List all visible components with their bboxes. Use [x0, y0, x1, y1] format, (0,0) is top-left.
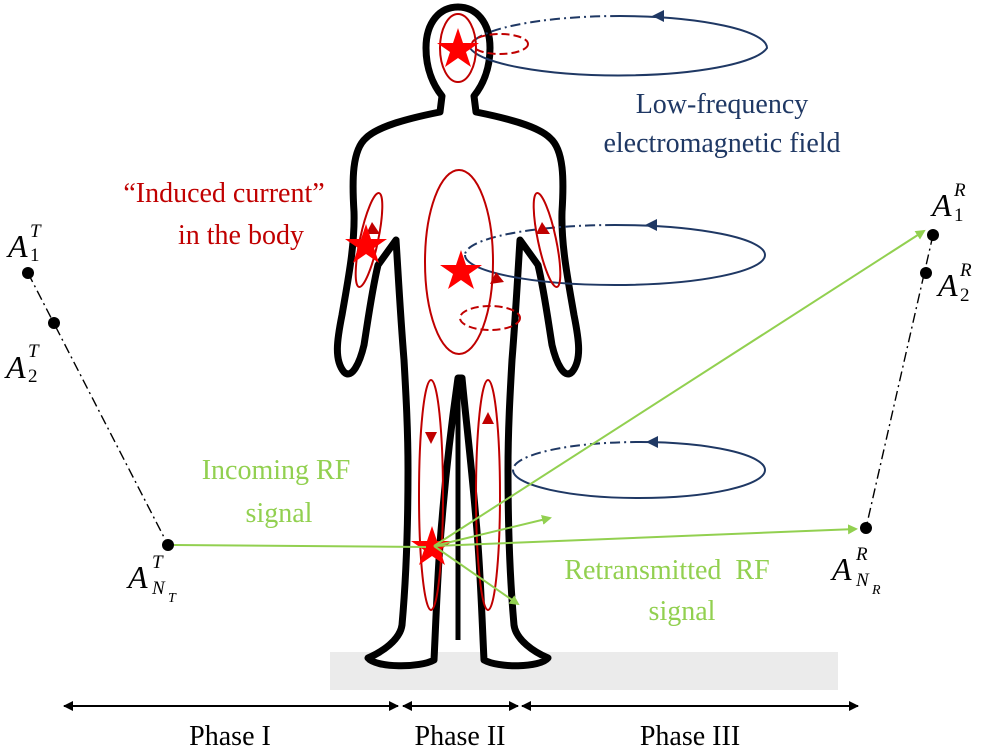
current-leg-left [418, 379, 444, 611]
star-torso [440, 250, 482, 289]
induced-current-label-2: in the body [178, 220, 304, 251]
em-arrow-head [652, 10, 664, 22]
em-loop-head-front [469, 15, 769, 77]
em-loop-legs-back [512, 440, 641, 471]
svg-text:A: A [4, 349, 26, 385]
rx-antenna-array [860, 229, 939, 534]
tx-antenna-1-label: A T 1 [6, 221, 42, 266]
svg-text:R: R [855, 544, 868, 565]
tx-antenna-n [162, 539, 174, 551]
star-leg [411, 526, 453, 565]
current-torso [424, 169, 494, 355]
tx-antenna-2 [48, 317, 60, 329]
retransmitted-down [433, 545, 520, 606]
star-head [437, 28, 479, 67]
svg-text:N: N [855, 570, 870, 591]
retransmitted-to-rx1 [433, 229, 926, 547]
retransmitted-rf-label-1: Retransmitted RF [564, 555, 769, 586]
svg-text:T: T [152, 552, 164, 573]
tx-antenna-1 [22, 267, 34, 279]
em-arrow-legs [646, 436, 658, 448]
rx-antenna-1-label: A R 1 [930, 180, 966, 226]
tx-antenna-n-label: A T N T [126, 552, 177, 606]
current-leg-right [475, 379, 501, 611]
current-head [439, 13, 477, 83]
svg-text:1: 1 [954, 205, 964, 226]
rx-antenna-2 [920, 267, 932, 279]
phase1-label: Phase I [189, 721, 271, 751]
svg-text:R: R [953, 180, 966, 201]
rx-antenna-n [860, 522, 872, 534]
em-loop-legs-front [512, 441, 767, 499]
retransmitted-rf-label-2: signal [649, 596, 716, 627]
svg-text:T: T [28, 341, 40, 362]
phase3-label: Phase III [640, 721, 740, 751]
current-source-stars [345, 28, 482, 565]
svg-text:2: 2 [28, 366, 38, 387]
svg-text:A: A [936, 267, 958, 303]
tx-antenna-2-label: A T 2 [4, 341, 40, 387]
phase2-label: Phase II [415, 721, 506, 751]
svg-text:A: A [830, 551, 852, 587]
rf-signals [173, 229, 926, 606]
rx-antenna-2-label: A R 2 [936, 260, 972, 306]
lf-field-label-2: electromagnetic field [603, 128, 840, 159]
svg-text:A: A [6, 228, 28, 264]
em-field-arrowheads [645, 10, 664, 448]
rx-antenna-1 [927, 229, 939, 241]
retransmitted-to-rxn [433, 524, 858, 547]
svg-text:N: N [151, 578, 166, 599]
current-torso-lower [459, 305, 521, 331]
rx-antenna-n-label: A R N R [830, 544, 881, 598]
induced-current-arrowheads [366, 222, 550, 444]
svg-text:T: T [168, 591, 177, 606]
svg-text:1: 1 [30, 245, 40, 266]
star-arm [345, 224, 387, 263]
em-arrow-torso [645, 219, 657, 231]
retransmitted-up [433, 515, 552, 547]
current-arm-right [532, 192, 562, 288]
incoming-rf-label-2: signal [246, 498, 313, 529]
tx-antenna-array [22, 267, 174, 551]
em-loop-torso-front [464, 224, 767, 286]
svg-text:T: T [30, 221, 42, 242]
svg-text:2: 2 [960, 285, 970, 306]
incoming-rf-line [173, 544, 427, 548]
incoming-rf-label-1: Incoming RF [202, 455, 351, 486]
em-loop-head-back [469, 15, 621, 49]
induced-current-loops [354, 13, 562, 611]
svg-text:R: R [871, 583, 881, 598]
em-field-loops [464, 15, 769, 499]
em-loop-torso-back [464, 224, 616, 256]
svg-text:R: R [959, 260, 972, 281]
svg-text:A: A [930, 187, 952, 223]
induced-current-label-1: “Induced current” [123, 178, 324, 209]
lf-field-label-1: Low-frequency [636, 89, 809, 120]
svg-text:A: A [126, 559, 148, 595]
